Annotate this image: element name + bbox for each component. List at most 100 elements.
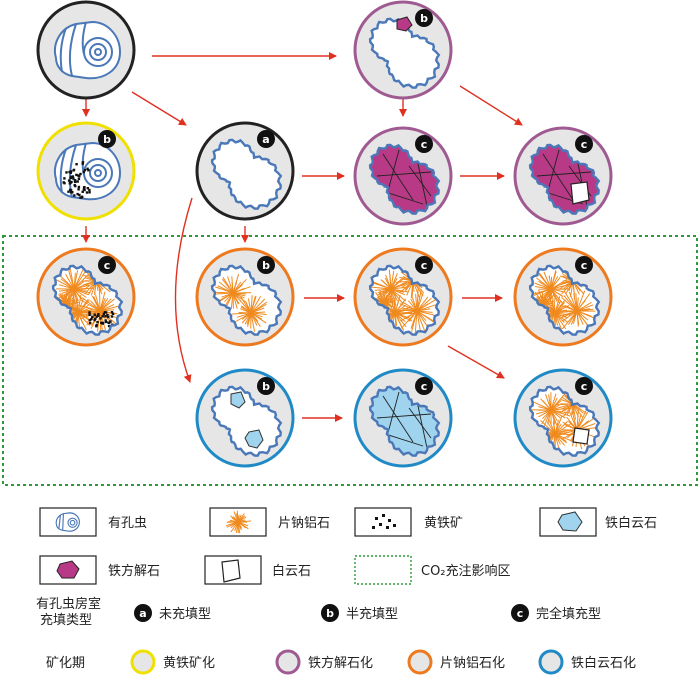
chamber-wall <box>368 143 441 215</box>
fill-type-badge-letter: c <box>421 380 428 393</box>
fill-type-badge <box>415 9 433 27</box>
legend-fill-type-b: b 半充填型 <box>321 604 398 622</box>
ferrocalcite-crystal <box>396 16 413 32</box>
dolomite-crystal-icon <box>221 559 241 583</box>
legend-stage-label: 片钠铝石化 <box>440 656 505 671</box>
chamber-fill <box>212 386 281 456</box>
legend-item-dawsonite: 片钠铝石 <box>209 507 330 537</box>
dolomite-crystal <box>570 181 590 205</box>
legend-item-co2-zone: CO₂充注影响区 <box>354 555 511 585</box>
node-n9-dawsonite-full: c <box>353 247 453 347</box>
co2-zone-boundary <box>2 235 698 486</box>
legend-stages: 黄铁矿化 铁方解石化 片钠铝石化 铁白云石化 <box>130 649 636 675</box>
fill-type-badge-letter: c <box>104 259 111 272</box>
arrow-n1-n4 <box>131 91 187 126</box>
legend-label-co2-zone: CO₂充注影响区 <box>421 563 511 579</box>
dawsonite-fibers-icon <box>225 510 251 534</box>
legend-label-ankerite: 铁白云石 <box>605 515 657 531</box>
node-n8-dawsonite-half: b <box>195 247 295 347</box>
fill-type-badge-letter: c <box>421 138 428 151</box>
node-n2-ferrocalcite-small: b <box>353 0 453 100</box>
pyrite-dots-icon <box>372 514 396 529</box>
chamber-wall <box>528 143 601 215</box>
node-n11-ankerite-half: b <box>195 368 295 468</box>
legend-fill-type-label: 完全填充型 <box>536 606 601 622</box>
stage-swatch <box>538 649 564 675</box>
chamber-fill <box>370 18 439 88</box>
legend-swatch-co2-zone <box>354 555 412 585</box>
dawsonite-fibers <box>370 265 438 335</box>
legend-item-ferrocalcite: 铁方解石 <box>39 555 160 585</box>
legend-label-pyrite: 黄铁矿 <box>424 516 463 531</box>
ankerite-crystal-icon <box>557 511 583 532</box>
fill-type-badge-letter: c <box>517 607 524 620</box>
legend-stage-label: 铁白云石化 <box>571 655 636 671</box>
legend-stage-label: 黄铁矿化 <box>163 656 215 671</box>
ankerite-crystal <box>230 391 246 409</box>
stage-swatch <box>407 649 433 675</box>
fill-type-badge-letter: c <box>421 259 428 272</box>
legend-fill-type-label: 半充填型 <box>346 606 398 622</box>
chamber-fill <box>370 386 439 456</box>
chamber-fill <box>212 265 281 335</box>
arrow-n9-n13 <box>447 345 505 379</box>
legend-swatch-pyrite <box>354 507 412 537</box>
fill-type-badge <box>575 135 593 153</box>
ferrocalcite-crystal-icon <box>56 560 80 579</box>
node-n12-ankerite-full: c <box>353 368 453 468</box>
chamber-wall <box>210 385 283 457</box>
chamber-fill <box>530 144 599 214</box>
legend-label-dolomite: 白云石 <box>272 563 311 579</box>
legend-stage-ferrocalcite: 铁方解石化 <box>275 649 373 675</box>
node-n10-dawsonite-full: c <box>513 247 613 347</box>
arrow-n2-n6 <box>459 85 523 126</box>
fill-type-badge-letter: b <box>103 133 111 146</box>
legend-stage-ankerite: 铁白云石化 <box>538 649 636 675</box>
fill-type-badge-letter: a <box>262 133 269 146</box>
stage-heading: 矿化期 <box>46 656 85 671</box>
chamber-wall <box>210 264 283 336</box>
fill-type-badge <box>134 604 152 622</box>
dolomite-crystal <box>572 427 590 445</box>
fill-type-badge <box>415 135 433 153</box>
chamber-wall <box>51 264 124 336</box>
stage-swatch <box>275 649 301 675</box>
chamber-wall <box>210 138 283 210</box>
fill-type-badge-letter: c <box>581 259 588 272</box>
node-n13-ankerite-dawsonite: c <box>513 368 613 468</box>
fill-type-badge <box>575 256 593 274</box>
chamber-fill <box>370 265 439 335</box>
fill-type-badge <box>575 377 593 395</box>
foraminifera-shell <box>54 20 122 80</box>
ankerite-crystal <box>244 429 264 449</box>
fill-type-badge-letter: c <box>581 380 588 393</box>
chamber-wall <box>528 264 601 336</box>
dawsonite-fibers <box>214 273 268 332</box>
legend-stage-label: 铁方解石化 <box>308 655 373 671</box>
chamber-wall <box>368 17 441 89</box>
fill-type-badge <box>511 604 529 622</box>
fill-type-badge-letter: b <box>262 380 270 393</box>
legend-stage-pyrite: 黄铁矿化 <box>130 649 215 675</box>
node-n3-pyrite-shell: b <box>36 121 136 221</box>
node-n7-dawsonite-pyrite: c <box>36 247 136 347</box>
fill-type-heading-line1: 有孔虫房室 <box>36 596 101 612</box>
legend-item-foraminifera: 有孔虫 <box>39 507 147 537</box>
fill-type-badge-letter: b <box>326 607 334 620</box>
node-n1-foraminifera <box>36 0 136 100</box>
chamber-wall <box>368 264 441 336</box>
legend-label-dawsonite: 片钠铝石 <box>278 516 330 531</box>
fill-type-badge <box>98 256 116 274</box>
chamber-wall <box>368 385 441 457</box>
legend-label-ferrocalcite: 铁方解石 <box>108 563 160 579</box>
legend-fill-type-c: c 完全填充型 <box>511 604 601 622</box>
legend-item-dolomite: 白云石 <box>204 555 311 585</box>
fill-type-badge <box>257 377 275 395</box>
fill-type-heading-line2: 充填类型 <box>40 612 92 628</box>
fill-type-badge <box>257 256 275 274</box>
chamber-fill <box>212 139 281 209</box>
stage-swatch <box>130 649 156 675</box>
